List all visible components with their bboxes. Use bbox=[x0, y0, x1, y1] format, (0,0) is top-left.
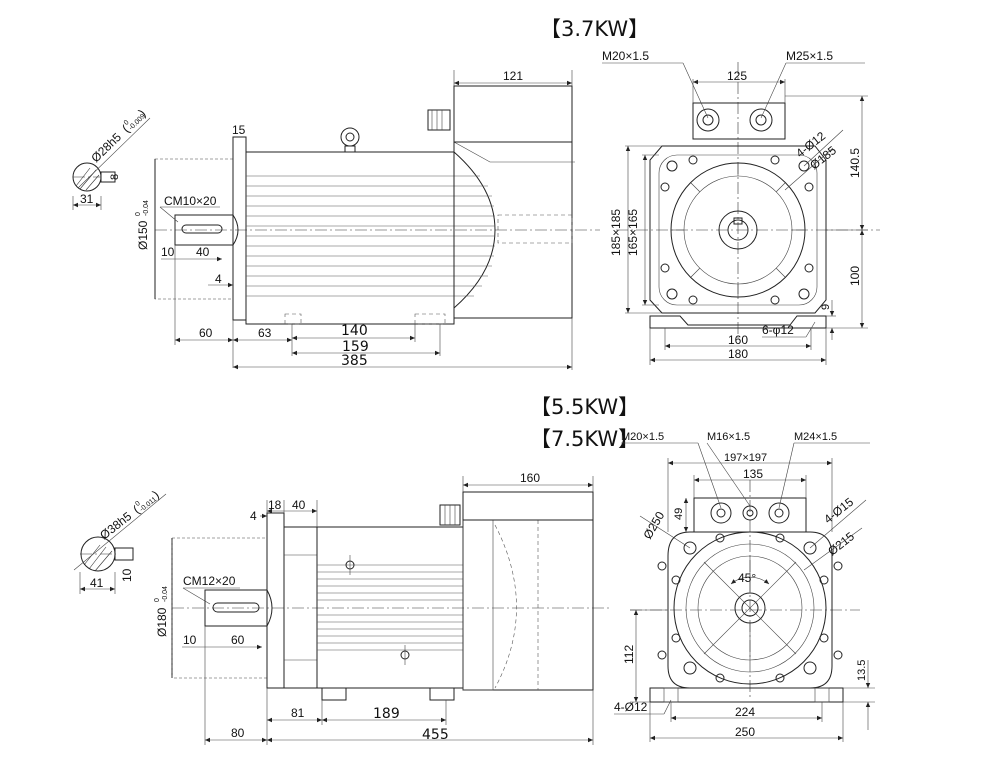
shaft-dia-5-5kw: Ø38h5 bbox=[97, 509, 134, 542]
foot-span-inner-5-5kw: 224 bbox=[735, 705, 755, 719]
flange-offset-5-5kw: 40 bbox=[292, 498, 306, 512]
key-offset-5-5kw: 10 bbox=[183, 633, 197, 647]
shaft-length-3-7kw: 60 bbox=[199, 326, 213, 340]
box-width-end-3-7kw: 125 bbox=[727, 69, 747, 83]
keyway-3-7kw: CM10×20 bbox=[164, 194, 217, 208]
foot-holes-5-5kw: 4-Ø12 bbox=[614, 700, 648, 714]
foot-offset-5-5kw: 81 bbox=[291, 706, 305, 720]
shaft-key-width-5-5kw: 10 bbox=[120, 568, 134, 582]
foot-thickness-3-7kw: 9 bbox=[820, 304, 832, 310]
body-length-3-7kw: 385 bbox=[341, 353, 368, 369]
flange-thickness-5-5kw: 18 bbox=[268, 498, 282, 512]
side-view-3-7kw: 121 15 CM10×20 10 40 4 Ø150 0 -0.04 60 6… bbox=[135, 69, 600, 370]
shaft-key-width-3-7kw: 8 bbox=[109, 174, 121, 180]
port-right-5-5kw: M24×1.5 bbox=[794, 431, 837, 443]
shaft-length-5-5kw: 80 bbox=[231, 726, 245, 740]
port-mid-5-5kw: M16×1.5 bbox=[707, 431, 750, 443]
box-width-3-7kw: 121 bbox=[503, 69, 523, 83]
shaft-tol-lower-5-5kw: -0.011 bbox=[139, 496, 159, 513]
foot-holes-3-7kw: 6-φ12 bbox=[762, 323, 794, 337]
shaft-key-height-5-5kw: 41 bbox=[90, 576, 104, 590]
pilot-dia-3-7kw: Ø150 bbox=[136, 220, 150, 250]
pilot-tol-upper-5-5kw: 0 bbox=[154, 598, 161, 602]
pilot-dia-5-5kw: Ø180 bbox=[155, 607, 169, 637]
shaft-key-height-3-7kw: 31 bbox=[80, 192, 94, 206]
square-inner-3-7kw: 165×165 bbox=[626, 209, 640, 256]
key-offset-3-7kw: 10 bbox=[161, 245, 175, 259]
port-left-3-7kw: M20×1.5 bbox=[602, 49, 649, 63]
title-7-5kw: 【7.5KW】 bbox=[530, 427, 639, 451]
key-length-5-5kw: 60 bbox=[231, 633, 245, 647]
box-width-end-5-5kw: 135 bbox=[743, 467, 763, 481]
foot-span-inner-3-7kw: 160 bbox=[728, 333, 748, 347]
svg-text:(: ( bbox=[130, 503, 142, 516]
spigot-5-5kw: 4 bbox=[250, 509, 257, 523]
foot-span-outer-5-5kw: 250 bbox=[735, 725, 755, 739]
body-length-5-5kw: 455 bbox=[422, 727, 449, 743]
box-width-5-5kw: 160 bbox=[520, 471, 540, 485]
flange-holes-5-5kw: 4-Ø15 bbox=[821, 495, 856, 527]
port-left-5-5kw: M20×1.5 bbox=[621, 431, 664, 443]
shaft-dia-3-7kw: Ø28h5 bbox=[88, 130, 124, 165]
side-view-5-5kw: 160 4 18 40 CM12×20 Ø180 0 -0.04 10 60 8… bbox=[154, 471, 612, 745]
foot-offset-3-7kw: 63 bbox=[258, 326, 272, 340]
end-view-5-5kw: M20×1.5 M16×1.5 M24×1.5 197×197 135 49 Ø… bbox=[614, 431, 875, 742]
title-5-5kw: 【5.5KW】 bbox=[530, 395, 639, 419]
shaft-tol-upper-3-7kw: 0 bbox=[123, 119, 131, 127]
title-3-7kw: 【3.7KW】 bbox=[540, 17, 649, 41]
height-center-5-5kw: 112 bbox=[622, 645, 636, 664]
height-top-3-7kw: 140.5 bbox=[848, 148, 862, 178]
foot-span-inner-3-7kw: 140 bbox=[341, 323, 368, 339]
shaft-section-5-5kw: 41 10 Ø38h5 ( 0 -0.011 ) bbox=[73, 488, 167, 594]
pilot-tol-lower-3-7kw: -0.04 bbox=[143, 200, 150, 216]
height-center-3-7kw: 100 bbox=[848, 266, 862, 286]
port-right-3-7kw: M25×1.5 bbox=[786, 49, 833, 63]
foot-span-5-5kw: 189 bbox=[373, 706, 400, 722]
svg-text:): ) bbox=[150, 488, 162, 501]
foot-thickness-5-5kw: 13.5 bbox=[856, 660, 868, 681]
square-outer-3-7kw: 185×185 bbox=[609, 209, 623, 256]
foot-span-outer-3-7kw: 180 bbox=[728, 347, 748, 361]
bolt-circle-5-5kw: Ø215 bbox=[825, 529, 857, 558]
foot-span-outer-3-7kw: 159 bbox=[342, 339, 369, 355]
keyway-5-5kw: CM12×20 bbox=[183, 574, 236, 588]
shaft-tol-upper-5-5kw: 0 bbox=[134, 500, 141, 508]
pilot-tol-lower-5-5kw: -0.04 bbox=[162, 586, 169, 602]
square-outer-5-5kw: 197×197 bbox=[724, 452, 767, 464]
shaft-section-3-7kw: 31 8 Ø28h5 ( 0 -0.009 ) bbox=[72, 106, 151, 210]
angle-5-5kw: 45° bbox=[738, 571, 756, 585]
spigot-3-7kw: 4 bbox=[215, 272, 222, 286]
flange-thickness-3-7kw: 15 bbox=[232, 123, 246, 137]
key-length-3-7kw: 40 bbox=[196, 245, 210, 259]
end-view-3-7kw: M20×1.5 M25×1.5 125 4-Ø12 Ø185 185×185 1… bbox=[602, 49, 880, 365]
pilot-tol-upper-3-7kw: 0 bbox=[135, 212, 142, 216]
box-height-5-5kw: 49 bbox=[673, 508, 685, 520]
